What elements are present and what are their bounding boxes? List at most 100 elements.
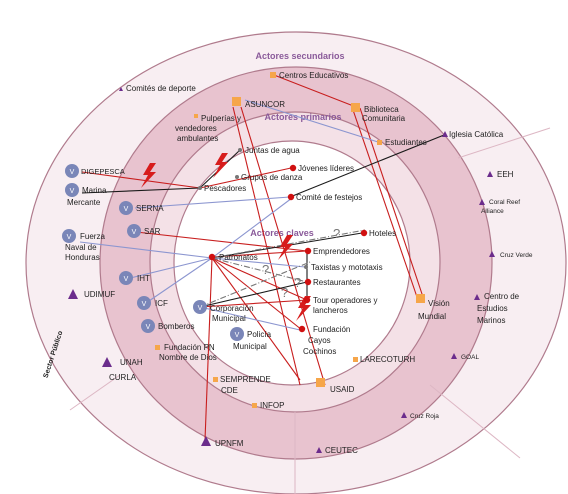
- v-marker-serna: V: [119, 201, 133, 215]
- label-hoteles: Hoteles: [369, 229, 396, 238]
- svg-text:V: V: [132, 229, 137, 236]
- line-corporacion-tour: [199, 299, 308, 308]
- triangle-marker: [119, 87, 123, 91]
- svg-text:V: V: [142, 301, 147, 308]
- line-festejos-iglesia: [289, 134, 445, 198]
- labels: Comités de deporte Centros Educativos AS…: [65, 71, 533, 455]
- label-coral-1: Coral Reef: [489, 199, 520, 206]
- question-mark: ?: [294, 275, 301, 290]
- label-fundacion-pn-1: Fundación PN: [164, 343, 215, 352]
- label-cruz-verde: Cruz Verde: [500, 252, 533, 259]
- label-fuerza-2: Naval de: [65, 243, 97, 252]
- label-policia-1: Policía: [247, 330, 272, 339]
- v-marker-iht: V: [119, 271, 133, 285]
- actor-dot-taxistas: [304, 265, 308, 269]
- actor-dot-patronatos: [208, 253, 216, 261]
- triangle-marker: [451, 353, 457, 359]
- v-marker-marina: V: [65, 183, 79, 197]
- square-marker: [377, 140, 382, 145]
- label-fundacion-cayos-2: Cayos: [308, 336, 331, 345]
- actor-dots: [198, 148, 368, 333]
- label-cruz-roja: Cruz Roja: [410, 413, 439, 420]
- triangle-markers: [68, 87, 495, 453]
- square-marker: [213, 377, 218, 382]
- label-pulperias-2: vendedores: [175, 124, 217, 133]
- ring-title-key: Actores claves: [250, 228, 314, 238]
- line-patronatos-tour: [211, 257, 308, 301]
- uncertain-relations: ? ? ? ?: [262, 226, 340, 300]
- sector-dividers: [69, 127, 551, 494]
- divider-top-right: [457, 127, 551, 159]
- label-juntas: Juntas de agua: [245, 146, 300, 155]
- label-eeh: EEH: [497, 170, 514, 179]
- line-centros-biblioteca: [273, 74, 357, 108]
- line-dashdot-corporacion-taxistas: [199, 261, 311, 308]
- label-emprendedores: Emprendedores: [313, 247, 370, 256]
- line-marina-pescadores: [81, 187, 201, 194]
- svg-text:V: V: [198, 305, 203, 312]
- label-coral-2: Alliance: [481, 208, 504, 215]
- label-iglesia: Iglesia Católica: [449, 130, 504, 139]
- divider-bottom-right: [429, 384, 521, 459]
- actor-dot-festejos: [287, 193, 295, 201]
- label-digepesca: DIGEPESCA: [81, 167, 125, 176]
- conflict-icons: [141, 153, 311, 321]
- ring-title-primary: Actores primarios: [264, 112, 341, 122]
- v-marker-icf: V: [137, 296, 151, 310]
- label-fundacion-cayos-1: Fundación: [313, 325, 350, 334]
- square-marker: [232, 97, 241, 106]
- label-fundacion-cayos-3: Cochinos: [303, 347, 336, 356]
- label-marina-2: Mercante: [67, 198, 101, 207]
- relationship-lines: [79, 74, 445, 441]
- actor-dot-juntas: [238, 148, 242, 152]
- line-sar-emprendedores: [135, 231, 308, 252]
- square-marker: [353, 357, 358, 362]
- triangle-marker: [487, 171, 493, 177]
- label-vision-2: Mundial: [418, 312, 446, 321]
- label-semprende-1: SEMPRENDE: [220, 375, 271, 384]
- label-pescadores: Pescadores: [204, 184, 246, 193]
- svg-text:V: V: [235, 332, 240, 339]
- label-tour-1: Tour operadores y: [313, 296, 377, 305]
- triangle-marker: [401, 412, 407, 418]
- label-festejos: Comité de festejos: [296, 193, 362, 202]
- triangle-marker: [442, 131, 448, 137]
- actor-dot-tour: [303, 296, 311, 304]
- svg-text:V: V: [70, 188, 75, 195]
- conflict-lightning-icon: [296, 296, 311, 321]
- ring-title-secondary: Actores secundarios: [255, 51, 344, 61]
- label-biblioteca-1: Biblioteca: [364, 105, 399, 114]
- divider-left: [69, 374, 121, 411]
- line-patronatos-usaid: [211, 257, 301, 381]
- label-usaid: USAID: [330, 385, 355, 394]
- label-comites-deporte: Comités de deporte: [126, 84, 196, 93]
- v-marker-bomberos: V: [141, 319, 155, 333]
- conflict-lightning-icon: [213, 153, 228, 178]
- question-mark: ?: [262, 262, 269, 277]
- actor-dot-hoteles: [360, 229, 368, 237]
- label-sar: SAR: [144, 227, 161, 236]
- label-asuncor: ASUNCOR: [245, 100, 285, 109]
- label-fuerza-1: Fuerza: [80, 232, 105, 241]
- label-udimuf: UDIMUF: [84, 290, 115, 299]
- v-marker-digepesca: V: [65, 164, 79, 178]
- triangle-marker: [201, 436, 211, 446]
- label-patronatos: Patronatos: [219, 253, 258, 262]
- line-pescadores-jovenes: [199, 167, 292, 189]
- label-centro-1: Centro de: [484, 292, 520, 301]
- triangle-marker: [479, 199, 485, 205]
- square-marker: [252, 403, 257, 408]
- svg-text:V: V: [146, 324, 151, 331]
- label-upnfm: UPNFM: [215, 439, 244, 448]
- square-marker: [351, 103, 360, 112]
- label-tour-2: lancheros: [313, 306, 348, 315]
- label-centro-2: Estudios: [477, 304, 508, 313]
- label-icf: ICF: [155, 299, 168, 308]
- triangle-marker: [102, 357, 112, 367]
- line-corporacion-fundacion: [199, 306, 301, 331]
- square-marker: [316, 378, 325, 387]
- label-pulperias-1: Pulperías y: [201, 114, 241, 123]
- actor-dot-emprendedores: [304, 247, 312, 255]
- actor-dot-jovenes: [289, 164, 297, 172]
